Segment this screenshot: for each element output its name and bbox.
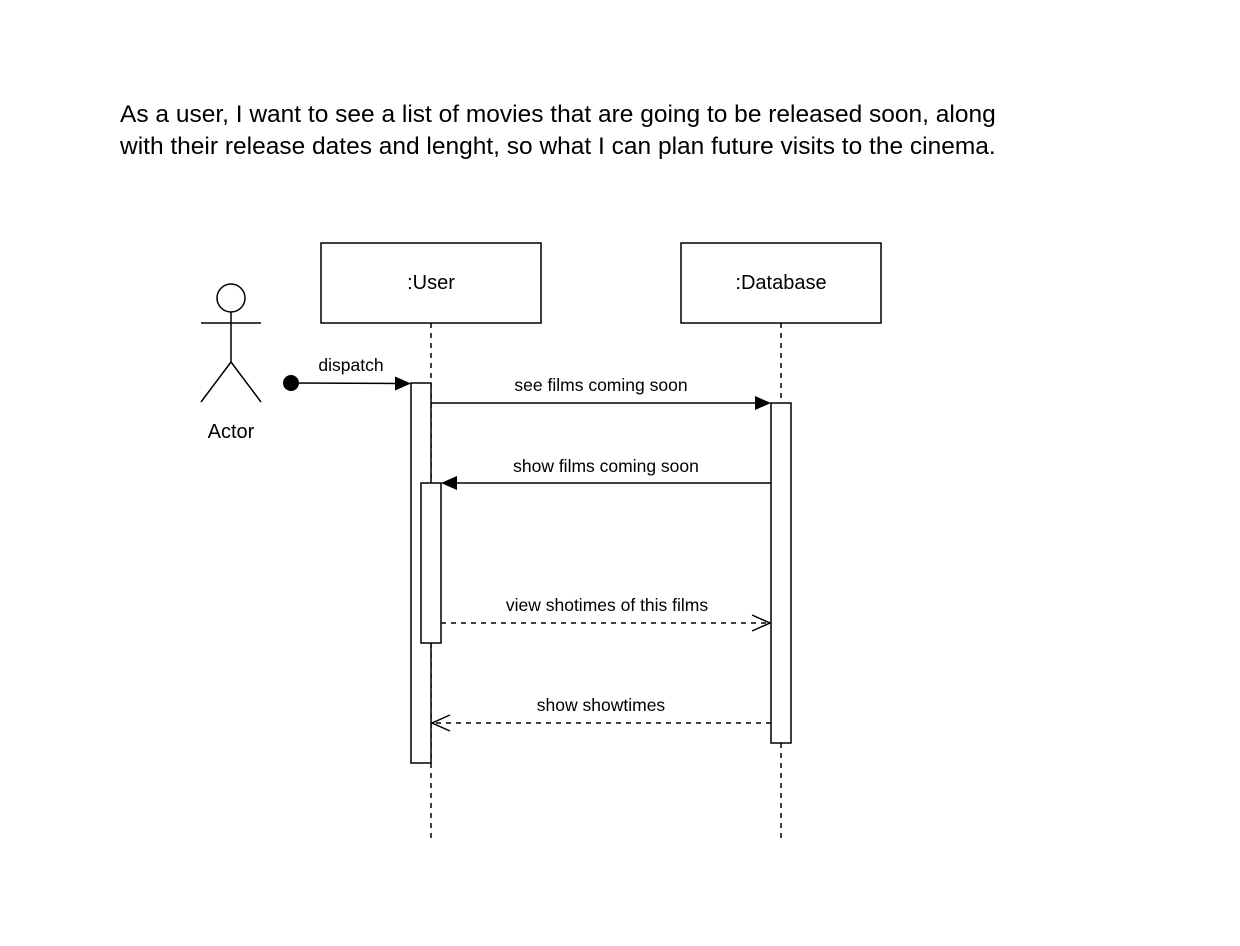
- dispatch-arrow-line: [290, 382, 397, 385]
- user-story-line-1: As a user, I want to see a list of movie…: [120, 101, 996, 128]
- message-dispatch: [283, 375, 411, 391]
- user-lifeline-box: [320, 242, 542, 324]
- database-lifeline-box: [680, 242, 882, 324]
- message-see-films-label: see films coming soon: [514, 375, 687, 395]
- message-show-films: [441, 476, 771, 490]
- message-show-films-label: show films coming soon: [513, 456, 699, 476]
- database-lifeline-label: :Database: [735, 272, 826, 294]
- show-showtimes-arrowhead: [430, 714, 451, 732]
- actor-left-leg: [200, 361, 232, 403]
- actor-label: Actor: [208, 421, 255, 443]
- database-lifeline-header: :Database: [680, 242, 882, 324]
- message-show-showtimes: [430, 714, 771, 732]
- user-lifeline-label: :User: [407, 272, 455, 294]
- dispatch-arrowhead: [395, 376, 411, 391]
- message-see-films: [431, 396, 771, 410]
- actor-right-leg: [230, 361, 262, 403]
- show-films-arrowhead: [441, 476, 457, 490]
- see-films-arrowhead: [755, 396, 771, 410]
- actor-head: [216, 283, 246, 313]
- message-show-showtimes-label: show showtimes: [537, 695, 666, 715]
- view-showtimes-arrowhead: [751, 614, 772, 632]
- actor: [200, 283, 262, 403]
- message-view-showtimes: [441, 614, 772, 632]
- user-story: As a user, I want to see a list of movie…: [120, 99, 1200, 163]
- message-view-showtimes-label: view shotimes of this films: [506, 595, 709, 615]
- database-activation-bar: [770, 402, 792, 744]
- user-lifeline-header: :User: [320, 242, 542, 324]
- user-nested-activation-bar: [420, 482, 442, 644]
- message-dispatch-label: dispatch: [318, 355, 383, 375]
- user-story-line-2: with their release dates and lenght, so …: [120, 133, 996, 160]
